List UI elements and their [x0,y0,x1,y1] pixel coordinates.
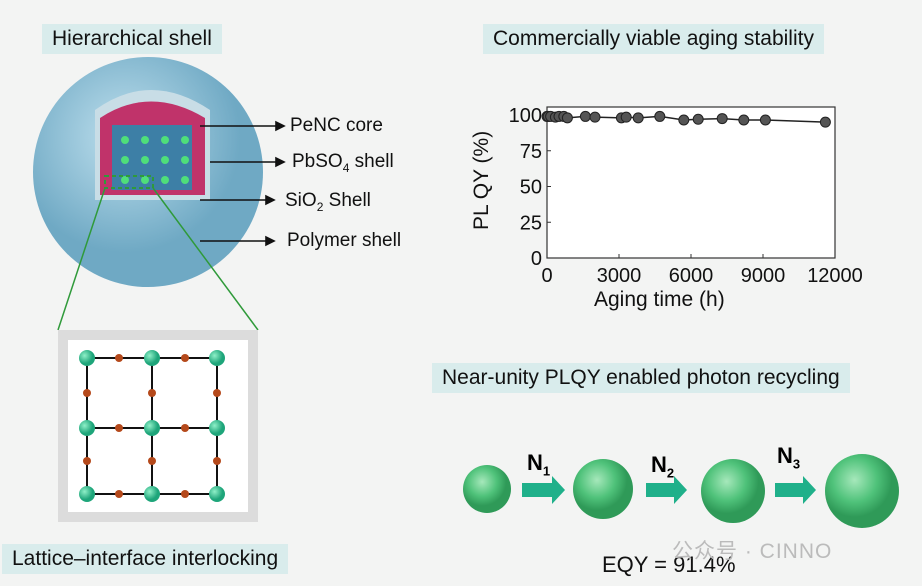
y-tick-label: 25 [520,212,542,234]
n2-subscript: 2 [666,465,675,481]
x-tick-label: 9000 [741,265,786,287]
x-tick-label: 12000 [807,265,863,287]
label-polymer-shell: Polymer shell [287,230,402,251]
x-tick-label: 3000 [597,265,642,287]
data-point [632,112,644,124]
shell-panel-title: Hierarchical shell [42,24,222,54]
shell-label-arrows [200,120,286,247]
n3-subscript: 3 [792,456,801,472]
data-point [579,110,591,122]
sio2-text: SiO [285,190,317,211]
y-tick-label: 75 [520,141,542,163]
data-point [716,113,728,125]
sio2-subscript: 2 [316,199,324,214]
n1-subscript: 1 [542,463,551,479]
step-n1: N1 [527,450,550,478]
y-tick-label: 0 [531,248,542,270]
recycling-arrows [522,476,816,504]
pbso4-suffix: shell [349,151,394,172]
data-point [759,114,771,126]
lattice-diagram [58,330,258,522]
label-penc-core: PeNC core [290,115,383,136]
n1-text: N [527,450,543,475]
data-point [620,111,632,123]
pbso4-subscript: 4 [342,160,350,175]
sio2-suffix: Shell [323,190,371,211]
data-point [692,113,704,125]
x-tick-label: 6000 [669,265,714,287]
recycling-spheres [463,454,899,528]
photon-panel-title: Near-unity PLQY enabled photon recycling [432,363,850,393]
data-point [589,111,601,123]
eqy-value: EQY = 91.4% [602,552,736,577]
n3-text: N [777,443,793,468]
pbso4-text: PbSO [292,151,343,172]
aging-panel-title: Commercially viable aging stability [483,24,824,54]
data-point [654,110,666,122]
chart-ylabel: PL QY (%) [470,130,493,230]
y-tick-label: 50 [520,177,542,199]
data-point [678,114,690,126]
data-point [819,116,831,128]
data-point [738,114,750,126]
watermark: 公众号 · CINNO [672,540,833,563]
chart-xlabel: Aging time (h) [594,288,725,311]
y-tick-label: 100 [509,105,542,127]
data-point [561,112,573,124]
label-sio2-shell: SiO2 Shell [285,190,371,214]
n2-text: N [651,452,667,477]
aging-chart: 0 3000 6000 9000 12000 0 25 50 75 100 [509,105,863,287]
hierarchical-shell-sphere [33,57,263,287]
label-pbso4-shell: PbSO4 shell [292,151,394,175]
lattice-panel-title: Lattice–interface interlocking [2,544,289,574]
x-tick-label: 0 [541,265,552,287]
step-n3: N3 [777,443,800,471]
step-n2: N2 [651,452,674,480]
